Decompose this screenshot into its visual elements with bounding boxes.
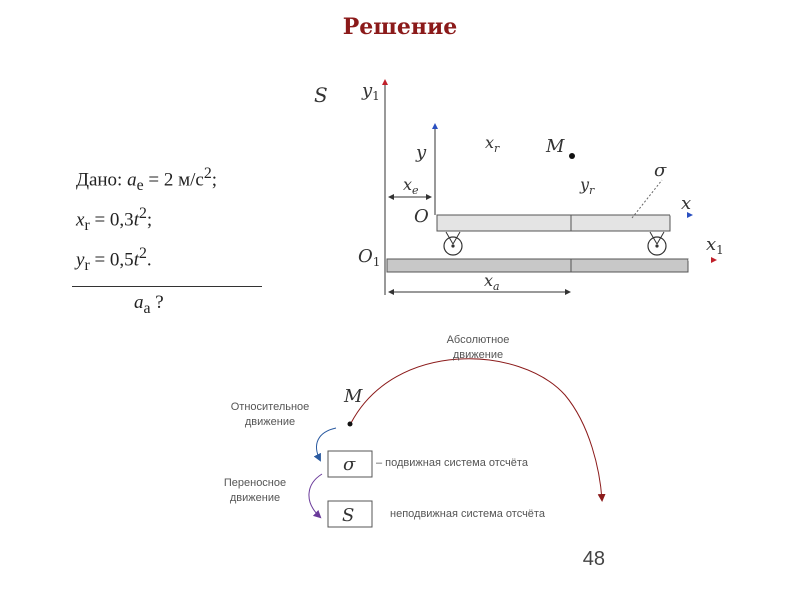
- label-M: M: [545, 136, 565, 157]
- wheel-right-strut-a: [649, 231, 658, 245]
- label-S: S: [314, 83, 328, 107]
- sigma-box: [327, 450, 373, 478]
- given-yr-var: y: [76, 249, 85, 271]
- label-y1: y1: [361, 80, 380, 103]
- given-yr-t: t: [133, 249, 139, 271]
- wheel-right-hub: [655, 244, 659, 248]
- fixed-frame-label: неподвижная система отсчёта: [390, 508, 545, 520]
- given-line-1: Дано: ae = 2 м/с2;: [76, 160, 262, 200]
- scheme-point-M: [347, 421, 353, 427]
- given-yr-end: .: [146, 249, 152, 271]
- given-ae-end: ;: [211, 169, 218, 191]
- transport-motion-caption-2: движение: [229, 492, 281, 504]
- given-line-3: yr = 0,5t2.: [76, 240, 262, 280]
- given-ae-value: = 2 м/с: [143, 169, 204, 191]
- sigma-pointer: [631, 179, 663, 219]
- absolute-motion-caption-2: движение: [452, 349, 504, 361]
- absolute-motion-caption-1: Абсолютное: [446, 334, 510, 346]
- given-ae-var: a: [127, 169, 137, 191]
- given-xr-sub: r: [84, 217, 90, 235]
- given-xr-value: = 0,3: [89, 209, 134, 231]
- find-question: ?: [150, 292, 164, 314]
- given-yr-value: = 0,5: [89, 249, 134, 271]
- S-box: [327, 500, 373, 528]
- label-xr: xr: [485, 133, 500, 155]
- label-xa: xa: [484, 271, 500, 293]
- given-xr-t: t: [133, 209, 139, 231]
- transport-motion-caption-1: Переносное: [223, 477, 287, 489]
- relative-motion-caption: Относительное движение: [210, 400, 330, 430]
- given-block: Дано: ae = 2 м/с2; xr = 0,3t2; yr = 0,5t…: [72, 160, 262, 323]
- find-line: aa ?: [76, 289, 262, 323]
- label-yr: yr: [579, 175, 595, 197]
- wheel-left-strut-b: [452, 231, 461, 245]
- given-label: Дано:: [76, 169, 128, 191]
- given-line-2: xr = 0,3t2;: [76, 200, 262, 240]
- find-aa-sub: a: [143, 300, 151, 318]
- absolute-motion-arrow: [350, 358, 606, 502]
- wheel-right-strut-b: [656, 231, 665, 245]
- moving-frame-label: – подвижная система отсчёта: [376, 457, 528, 469]
- given-yr-sub: r: [84, 257, 90, 275]
- page-number: 48: [582, 548, 605, 570]
- wheel-left-strut-a: [445, 231, 454, 245]
- label-sigma: σ: [654, 160, 667, 181]
- given-divider: [72, 286, 262, 288]
- scheme-label-M: M: [343, 386, 363, 407]
- transport-motion-caption: Переносное движение: [200, 476, 310, 506]
- sigma-box-label: σ: [343, 454, 356, 475]
- given-xr-var: x: [76, 209, 85, 231]
- given-ae-sub: e: [136, 177, 144, 195]
- relative-motion-caption-2: движение: [244, 416, 296, 428]
- label-x: x: [681, 193, 691, 214]
- label-O1: O1: [358, 246, 380, 269]
- absolute-motion-caption: Абсолютное движение: [418, 333, 538, 363]
- point-M: [569, 153, 575, 159]
- given-xr-pow: 2: [138, 205, 147, 223]
- given-yr-pow: 2: [138, 245, 147, 263]
- label-x1: x1: [706, 234, 724, 257]
- S-box-label: S: [342, 505, 354, 526]
- wheel-left-hub: [451, 244, 455, 248]
- find-aa-var: a: [134, 292, 144, 314]
- label-O: O: [414, 206, 429, 227]
- slide-title: Решение: [342, 14, 458, 40]
- label-xe: xe: [403, 175, 419, 197]
- transport-motion-arrow: [308, 473, 323, 519]
- ground-platform: [386, 258, 689, 273]
- label-y: y: [415, 142, 427, 163]
- given-ae-pow: 2: [203, 165, 212, 182]
- relative-motion-caption-1: Относительное: [230, 401, 310, 413]
- cart-body: [436, 214, 671, 232]
- given-xr-end: ;: [146, 209, 153, 231]
- relative-motion-arrow: [313, 427, 337, 462]
